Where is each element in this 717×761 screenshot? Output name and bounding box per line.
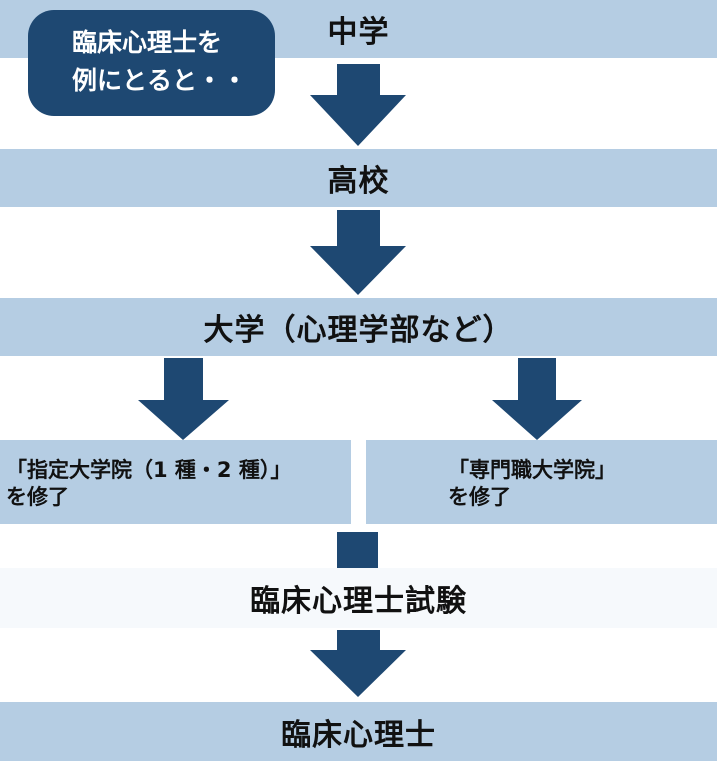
stage-professional-grad-school: 「専門職大学院」 を修了 [366,440,717,524]
stage-exam-label: 臨床心理士試験 [250,584,467,619]
arrow-exam-to-result [310,630,406,697]
designated-grad-line2: を修了 [6,485,69,509]
callout-bubble: 臨床心理士を 例にとると・・ [28,10,275,116]
arrow-junior-to-high [310,64,406,146]
stage-high-school: 高校 [0,149,717,207]
designated-grad-line1: 「指定大学院（1 種・2 種）」 [6,458,292,482]
stage-high-school-label: 高校 [327,164,390,199]
stage-exam: 臨床心理士試験 [0,568,717,628]
stage-university: 大学（心理学部など） [0,298,717,356]
arrow-university-to-professional [492,358,582,440]
stage-university-label: 大学（心理学部など） [203,313,514,348]
arrow-high-to-university [310,210,406,295]
stage-result: 臨床心理士 [0,702,717,761]
callout-line1: 臨床心理士を [72,28,223,57]
stage-designated-grad-school: 「指定大学院（1 種・2 種）」 を修了 [0,440,351,524]
professional-grad-line2: を修了 [448,485,511,509]
professional-grad-line1: 「専門職大学院」 [448,458,616,482]
stage-junior-high-label: 中学 [327,15,390,50]
connector-to-exam [337,532,378,568]
callout-line2: 例にとると・・ [72,66,248,95]
stage-result-label: 臨床心理士 [281,717,436,753]
arrow-university-to-designated [138,358,229,440]
